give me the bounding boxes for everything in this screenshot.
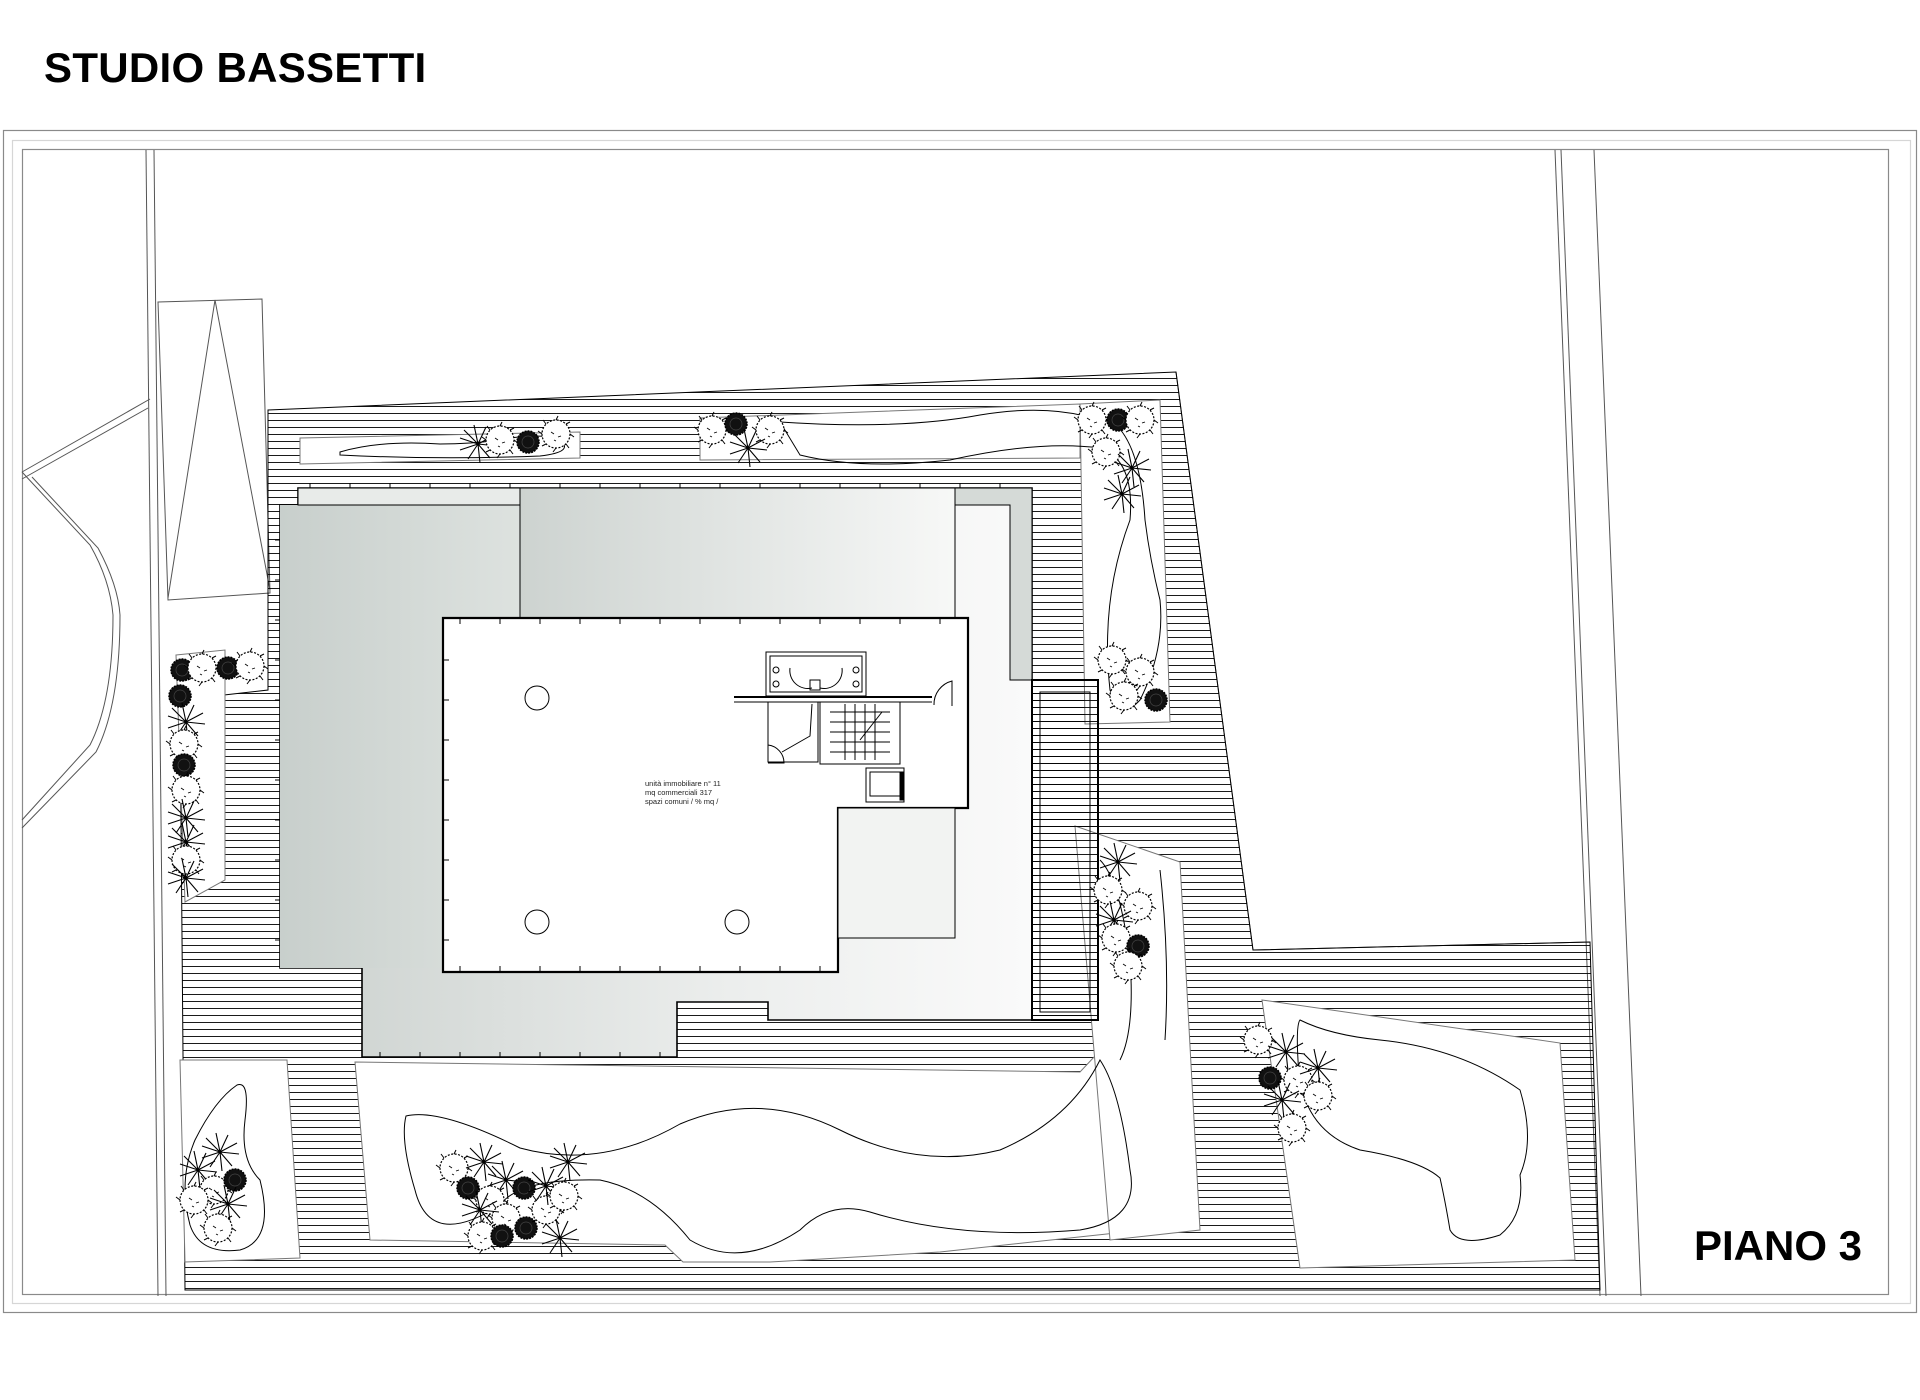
common-spaces: spazi comuni / % mq / [645, 797, 719, 806]
building-footprint [279, 487, 1099, 1058]
unit-number: unità immobiliare n° 11 [645, 779, 721, 788]
commercial-area: mq commerciali 317 [645, 788, 713, 797]
page-title: STUDIO BASSETTI [44, 44, 427, 91]
floor-label: PIANO 3 [1694, 1222, 1863, 1269]
stair-core [734, 651, 953, 803]
wall-ticks [275, 483, 1001, 1057]
unit-info-label: unità immobiliare n° 11 mq commerciali 3… [645, 779, 721, 806]
sheet-frame [2, 129, 1918, 1314]
